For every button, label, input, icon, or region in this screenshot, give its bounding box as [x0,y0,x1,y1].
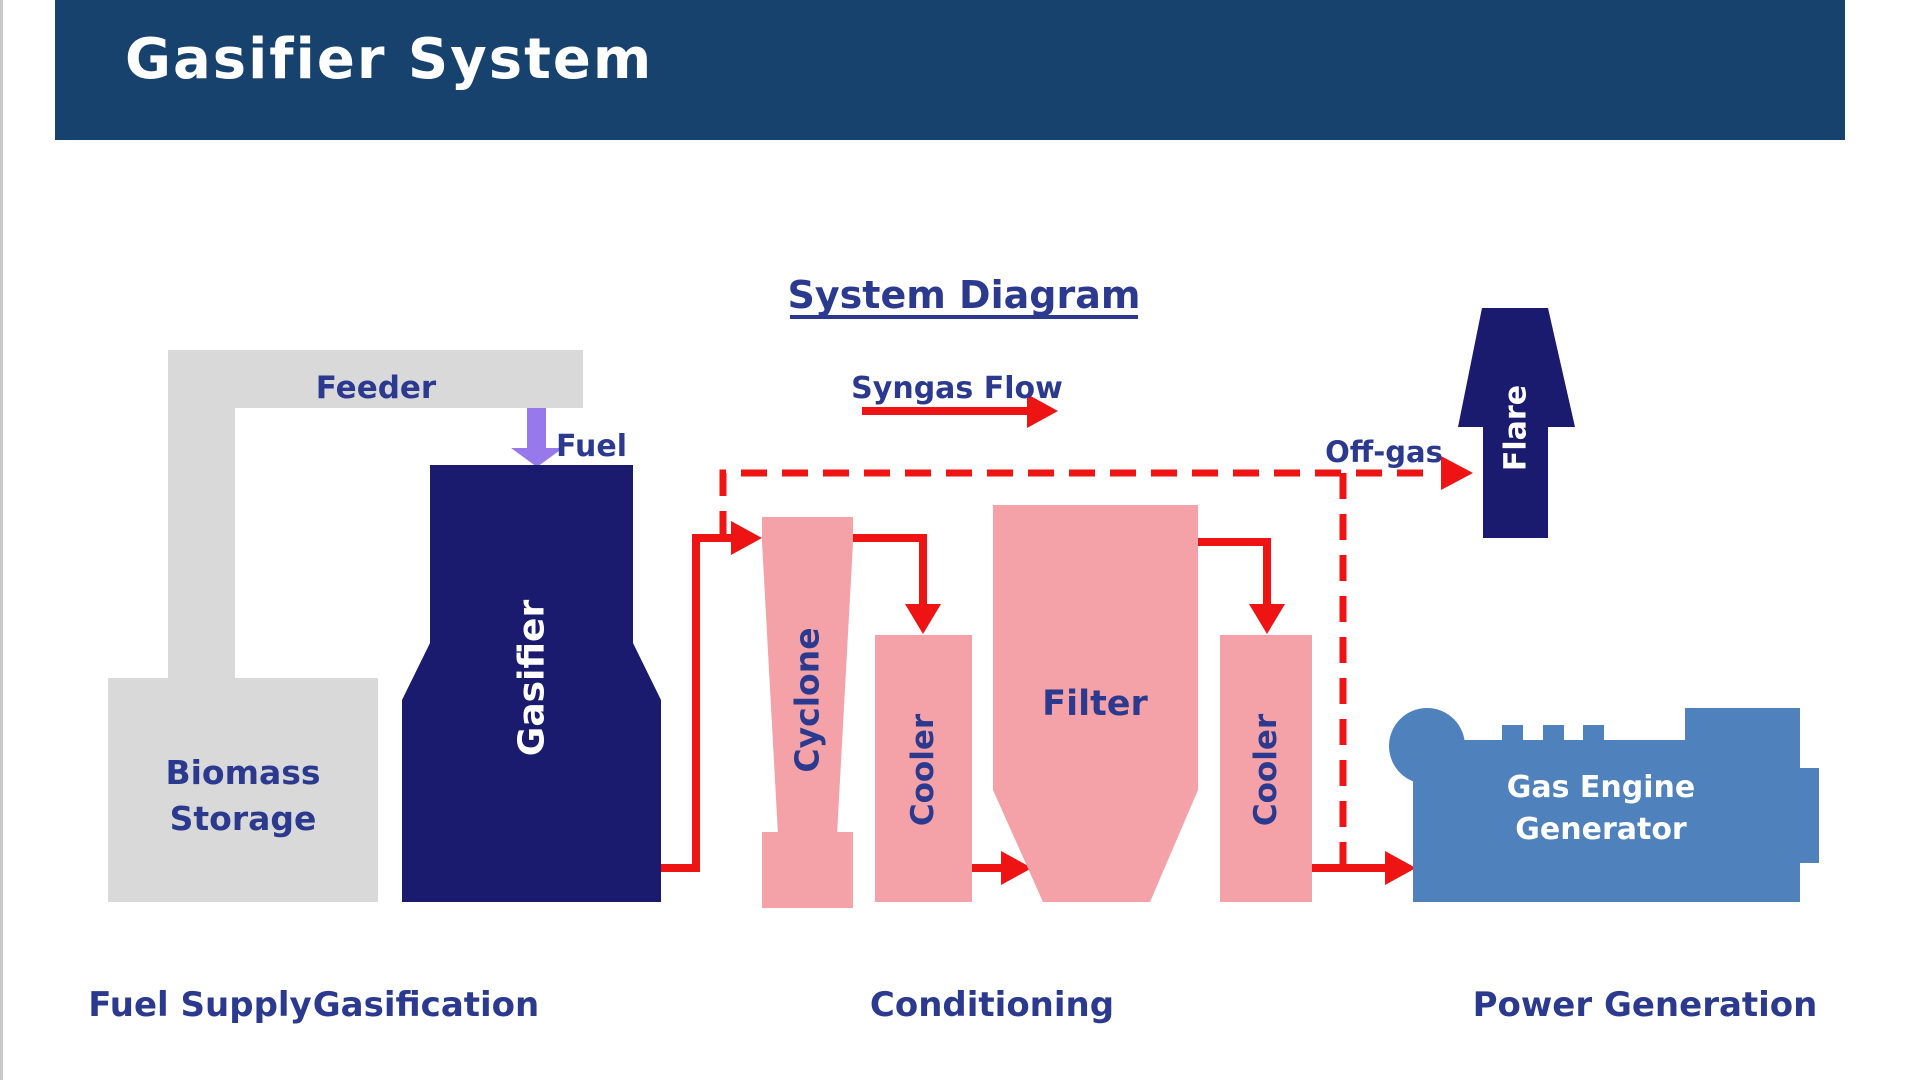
feeder-label: Feeder [316,370,437,406]
page-title: Gasifier System [125,27,653,92]
stage-label-conditioning: Conditioning [870,985,1114,1025]
filter-label: Filter [1042,684,1148,724]
gasifier-vessel [402,465,661,902]
flare-label: Flare [1499,385,1534,471]
stage-label-gasification: Gasification [313,985,540,1025]
arrowhead-into-cyclone [731,521,762,555]
cooler-2 [1220,635,1312,902]
engine-cylinder-3 [1583,725,1604,743]
offgas-arrow-head [1441,456,1473,490]
cyclone-funnel [762,517,853,835]
biomass-storage [108,678,378,902]
header-bar [55,0,1845,140]
offgas-line-to-flare [719,469,1436,537]
engine-label-line2: Generator [1515,812,1687,847]
cooler-1-label: Cooler [905,713,941,826]
line-gasifier-to-cyclone [661,534,736,872]
diagram-title: System Diagram [788,273,1141,317]
arrowhead-into-filter [1001,851,1032,885]
biomass-storage-label-line2: Storage [170,799,317,838]
engine-label-line1: Gas Engine [1507,770,1695,805]
gas-engine-generator [1389,708,1819,902]
arrowhead-into-cooler2 [1249,604,1285,634]
diagram-title-underline [790,315,1138,319]
syngas-arrow-heads [731,394,1416,885]
legend-syngas-arrow-head [1027,394,1058,428]
fuel-arrow-head [511,448,563,467]
offgas-dashed-lines [719,469,1436,866]
filter-vessel [993,505,1198,902]
cyclone-label: Cyclone [788,627,827,772]
offgas-label: Off-gas [1325,435,1443,469]
feeder-top-bar [168,350,583,408]
fuel-arrow-shaft [527,408,546,449]
line-filter-to-cooler2 [1198,538,1271,608]
engine-body [1413,740,1800,902]
engine-cylinder-2 [1543,725,1564,743]
arrowhead-into-cooler1 [905,604,941,634]
biomass-storage-label-line1: Biomass [165,753,320,792]
cyclone-base [762,832,853,908]
syngas-flow-label: Syngas Flow [851,371,1063,406]
stage-label-fuel-supply: Fuel Supply [88,985,311,1025]
cooler-1 [875,635,972,902]
flare-stack [1458,308,1575,538]
page-left-border [0,0,3,1080]
engine-generator-housing [1685,708,1800,748]
engine-right-tab [1800,768,1819,863]
cooler-2-label: Cooler [1248,713,1284,826]
stage-label-power-generation: Power Generation [1473,985,1818,1025]
gasifier-label: Gasifier [512,600,553,757]
line-cyclone-to-cooler1 [853,534,927,608]
feeder-leg [168,350,235,678]
arrowhead-into-engine [1385,851,1416,885]
engine-cylinder-1 [1502,725,1523,743]
syngas-flow-lines [661,407,1386,872]
fuel-label: Fuel [556,429,627,464]
